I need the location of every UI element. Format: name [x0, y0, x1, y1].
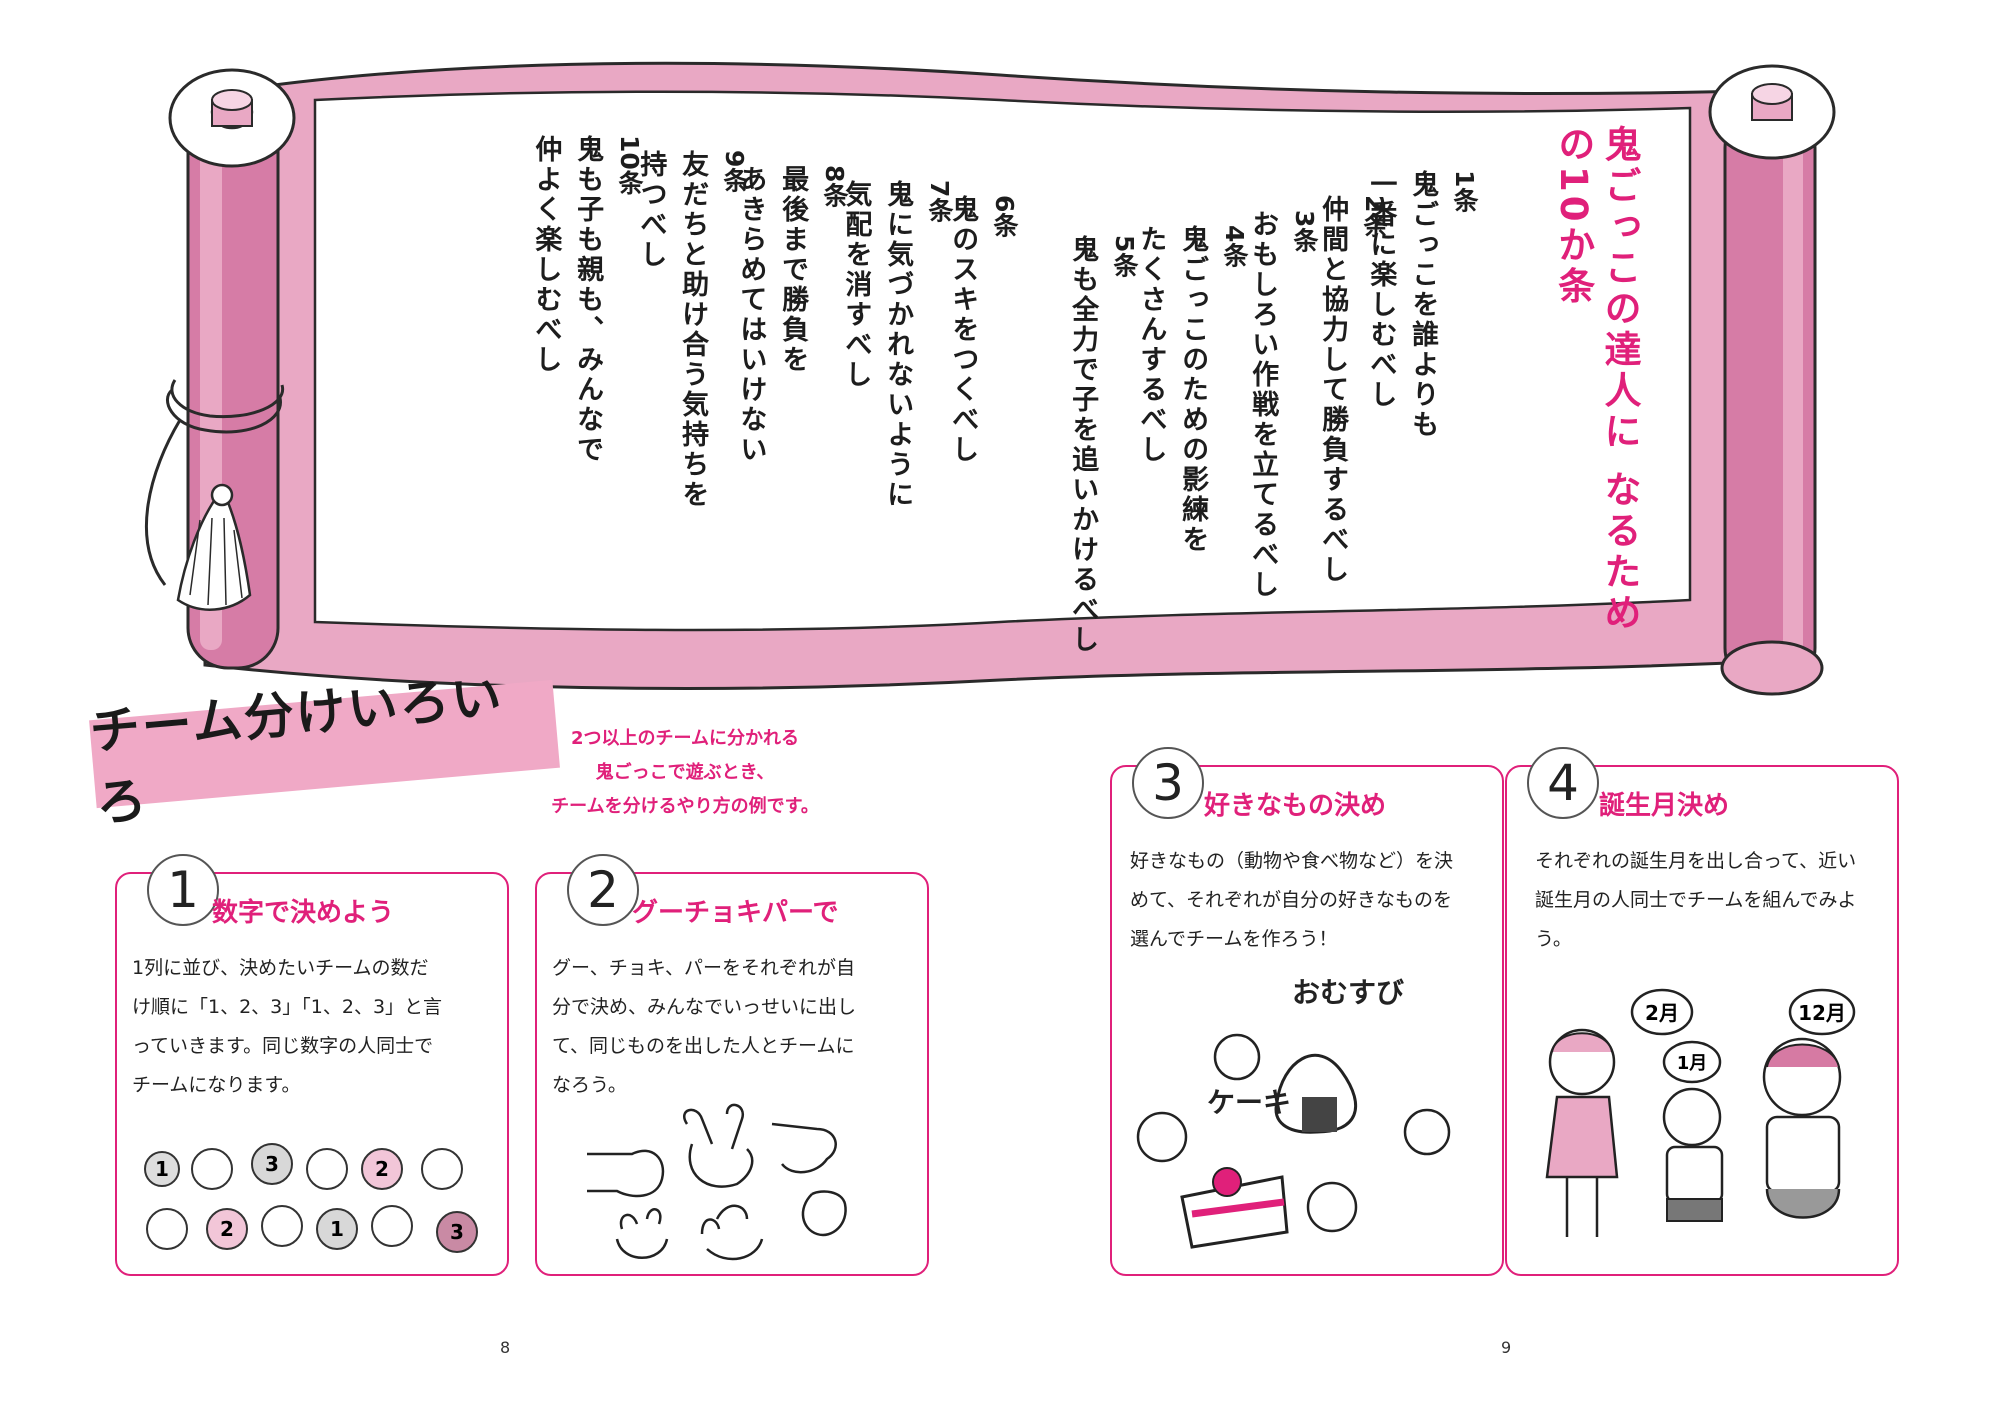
article-number: 2条 — [1360, 195, 1389, 238]
section-description: 2つ以上のチームに分かれる 鬼ごっこで遊ぶとき、 チームを分けるやり方の例です。 — [520, 722, 850, 824]
scroll-title-line: 鬼ごっこの達人に — [1598, 125, 1641, 453]
card-body: 1列に並び、決めたいチームの数だけ順に「1、2、3」「1、2、3」と言っていきま… — [132, 957, 443, 1096]
article-1: 1条 鬼ごっこを誰よりも 一番に楽しむべし — [1359, 170, 1485, 440]
article-8: 8条 最後まで勝負を あきらめてはいけない — [729, 165, 855, 465]
article-line: おもしろい作戦を立てるべし — [1247, 210, 1279, 600]
article-line: 持つべし — [635, 150, 667, 270]
card-title: 誕生月決め — [1599, 791, 1730, 821]
article-line: 鬼ごっこのための影練を — [1177, 225, 1209, 555]
birth-month-illustration: 2月 1月 12月 — [1545, 988, 1856, 1237]
article-number: 3条 — [1290, 210, 1319, 253]
description-line: チームを分けるやり方の例です。 — [551, 796, 819, 817]
article-line: 鬼も子も親も、みんなで — [572, 135, 604, 465]
card-number-badge: 3 — [1132, 747, 1204, 819]
card-body: 好きなもの（動物や食べ物など）を決めて、それぞれが自分の好きなものを選んでチーム… — [1130, 850, 1454, 950]
token-2: 2 — [220, 1217, 234, 1241]
article-line: あきらめてはいけない — [735, 165, 767, 465]
article-number: 10条 — [615, 135, 644, 195]
article-3: 3条 おもしろい作戦を立てるべし — [1241, 210, 1325, 600]
label-december: 12月 — [1798, 1001, 1846, 1025]
article-line: 一番に楽しむべし — [1365, 170, 1397, 410]
card-number-method: 1 数字で決めよう 1列に並び、決めたいチームの数だけ順に「1、2、3」「1、2… — [115, 854, 509, 1276]
scroll-text-area: 鬼ごっこの達人に なるための10か条 1条 鬼ごっこを誰よりも 一番に楽しむべし… — [360, 125, 1660, 665]
token-1: 1 — [155, 1157, 169, 1181]
article-number: 4条 — [1220, 225, 1249, 268]
article-2: 2条 仲間と協力して勝負するべし — [1311, 195, 1395, 585]
token-3: 3 — [450, 1220, 464, 1244]
label-january: 1月 — [1677, 1053, 1708, 1074]
description-line: 2つ以上のチームに分かれる — [571, 728, 799, 749]
article-number: 7条 — [925, 180, 954, 223]
page-number-left: 8 — [500, 1338, 511, 1357]
hand-signs-illustration — [587, 1103, 847, 1261]
scroll-illustration — [144, 61, 1836, 696]
article-line: 鬼に気づかれないように — [882, 180, 914, 510]
article-number: 5条 — [1110, 235, 1139, 278]
card-favorite-things: 3 好きなもの決め 好きなもの（動物や食べ物など）を決めて、それぞれが自分の好き… — [1110, 747, 1504, 1276]
article-line: 仲間と協力して勝負するべし — [1317, 195, 1349, 585]
article-number: 6条 — [990, 195, 1019, 238]
article-line: 鬼のスキをつくべし — [947, 195, 979, 465]
article-5: 5条 鬼も全力で子を追いかけるべし — [1061, 235, 1145, 655]
page-number-right: 9 — [1501, 1338, 1512, 1357]
onigiri-label: おむすび — [1292, 976, 1404, 1009]
scroll-title-line: なるための10か条 — [1551, 125, 1641, 634]
card-body: グー、チョキ、パーをそれぞれが自分で決め、みんなでいっせいに出して、同じものを出… — [552, 957, 857, 1096]
article-10: 10条 鬼も子も親も、みんなで 仲よく楽しむべし — [524, 135, 650, 465]
token-1: 1 — [330, 1217, 344, 1241]
card-rock-paper-scissors: 2 グーチョキパーで グー、チョキ、パーをそれぞれが自分で決め、みんなでいっせい… — [535, 854, 929, 1276]
card-title: 数字で決めよう — [212, 898, 395, 928]
section-title: チーム分けいろいろ — [87, 667, 506, 834]
card-title: グーチョキパーで — [632, 898, 839, 928]
section-banner: チーム分けいろいろ — [87, 667, 560, 834]
card-number-badge: 4 — [1527, 747, 1599, 819]
number-line-illustration: 1 3 2 2 1 3 — [144, 1143, 478, 1253]
article-number: 1条 — [1450, 170, 1479, 213]
article-number: 8条 — [820, 165, 849, 208]
article-line: 最後まで勝負を — [777, 165, 809, 375]
description-line: 鬼ごっこで遊ぶとき、 — [595, 762, 775, 783]
article-line: 鬼ごっこを誰よりも — [1407, 170, 1439, 440]
article-number: 9条 — [720, 150, 749, 193]
article-line: 友だちと助け合う気持ちを — [677, 150, 709, 510]
token-2: 2 — [375, 1157, 389, 1181]
scroll-title: 鬼ごっこの達人に なるための10か条 — [1550, 125, 1643, 665]
card-birth-month: 4 誕生月決め それぞれの誕生月を出し合って、近い誕生月の人同士でチームを組んで… — [1505, 747, 1899, 1276]
favorite-food-illustration: おむすび ケーキ — [1136, 976, 1451, 1249]
article-line: たくさんするべし — [1135, 225, 1167, 465]
token-3: 3 — [265, 1152, 279, 1176]
article-line: 仲よく楽しむべし — [530, 135, 562, 375]
cake-label: ケーキ — [1207, 1086, 1291, 1119]
article-4: 4条 鬼ごっこのための影練を たくさんするべし — [1129, 225, 1255, 555]
card-number-badge: 1 — [147, 854, 219, 926]
article-line: 気配を消すべし — [840, 180, 872, 390]
card-body: それぞれの誕生月を出し合って、近い誕生月の人同士でチームを組んでみよう。 — [1535, 850, 1857, 950]
article-9: 9条 友だちと助け合う気持ちを 持つべし — [629, 150, 755, 510]
article-6: 6条 鬼のスキをつくべし — [941, 195, 1025, 465]
label-february: 2月 — [1645, 1001, 1679, 1025]
article-7: 7条 鬼に気づかれないように 気配を消すべし — [834, 180, 960, 510]
card-number-badge: 2 — [567, 854, 639, 926]
card-title: 好きなもの決め — [1204, 791, 1387, 821]
article-line: 鬼も全力で子を追いかけるべし — [1067, 235, 1099, 655]
